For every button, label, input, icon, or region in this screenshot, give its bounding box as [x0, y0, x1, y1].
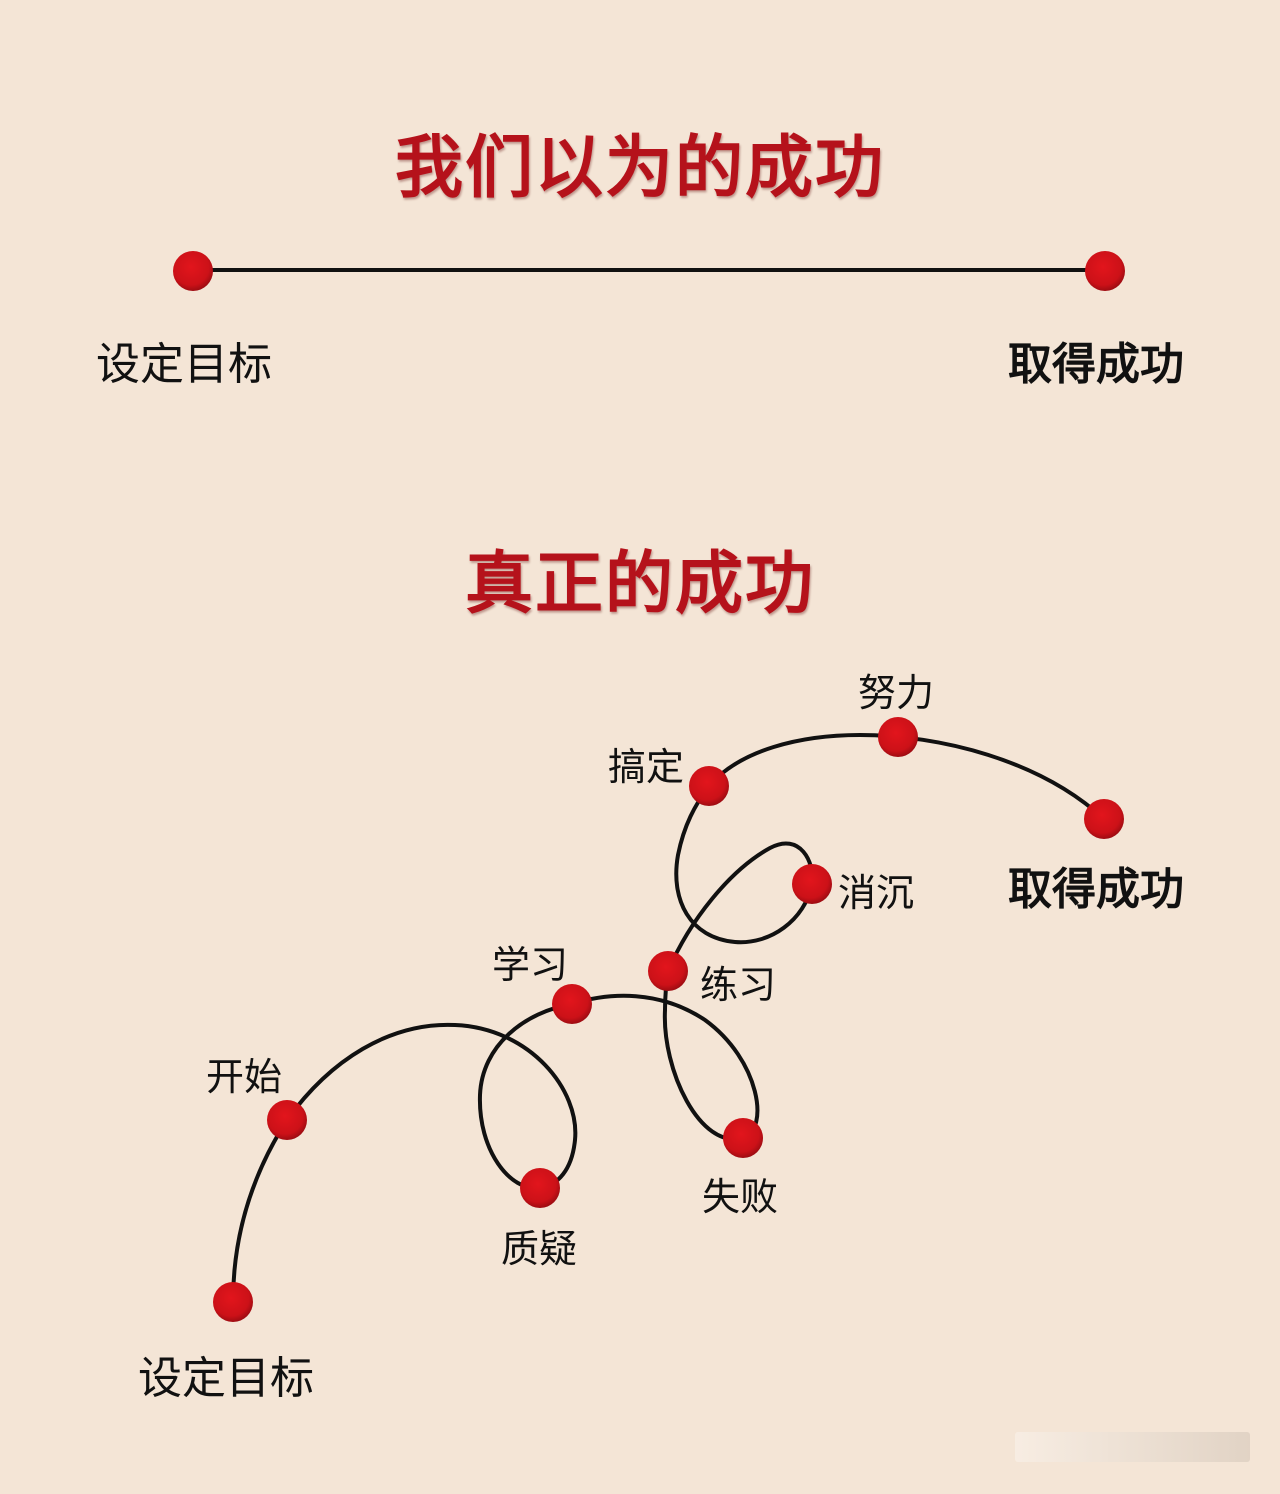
- label-nailed: 搞定: [608, 745, 685, 789]
- node-dot-nailed: [689, 766, 729, 806]
- node-dot-effort: [878, 717, 918, 757]
- label-achieve-success: 取得成功: [1008, 864, 1184, 915]
- node-dot-fail: [723, 1118, 763, 1158]
- label-doubt: 质疑: [501, 1227, 578, 1271]
- node-dot-success: [1084, 799, 1124, 839]
- node-dot-top-end: [1085, 251, 1125, 291]
- label-practice: 练习: [700, 963, 777, 1007]
- node-dot-doubt: [520, 1168, 560, 1208]
- label-begin: 开始: [206, 1055, 283, 1099]
- label-top-set-goal: 设定目标: [96, 339, 272, 390]
- node-dot-practice: [648, 951, 688, 991]
- title-real-success: 真正的成功: [464, 545, 815, 624]
- label-depressed: 消沉: [838, 871, 915, 915]
- label-top-achieve-success: 取得成功: [1008, 339, 1184, 390]
- label-learn: 学习: [492, 943, 569, 987]
- label-set-goal: 设定目标: [138, 1353, 314, 1404]
- node-dot-begin: [267, 1100, 307, 1140]
- node-dot-top-start: [173, 251, 213, 291]
- label-effort: 努力: [858, 671, 935, 715]
- label-fail: 失败: [702, 1175, 779, 1219]
- watermark: [1015, 1432, 1250, 1462]
- node-dot-start: [213, 1282, 253, 1322]
- node-dot-learn: [552, 984, 592, 1024]
- winding-path-line: [231, 733, 1106, 1304]
- node-dot-depressed: [792, 864, 832, 904]
- title-expected-success: 我们以为的成功: [394, 129, 885, 208]
